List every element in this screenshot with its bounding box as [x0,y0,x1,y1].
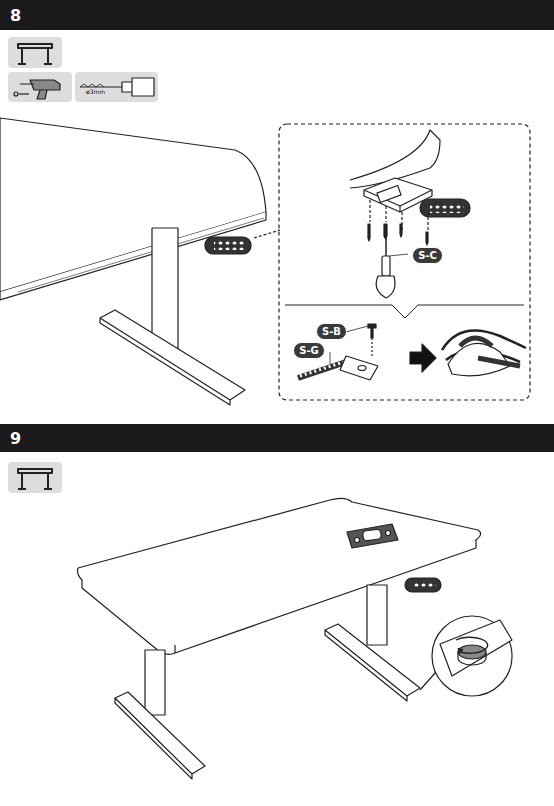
part-tag: S-G [293,342,325,359]
part-code: S-C [418,250,437,261]
step-number: 9 [10,429,21,448]
part-code: S-B [322,326,341,337]
step-band: 9 [0,424,554,452]
part-tag: S-B [316,323,347,340]
step-band: 8 [0,0,554,30]
part-code: S-G [299,345,319,356]
drill-size: ø3mm [86,88,105,95]
part-tag: S-C [412,247,443,264]
step-number: 8 [10,6,21,25]
